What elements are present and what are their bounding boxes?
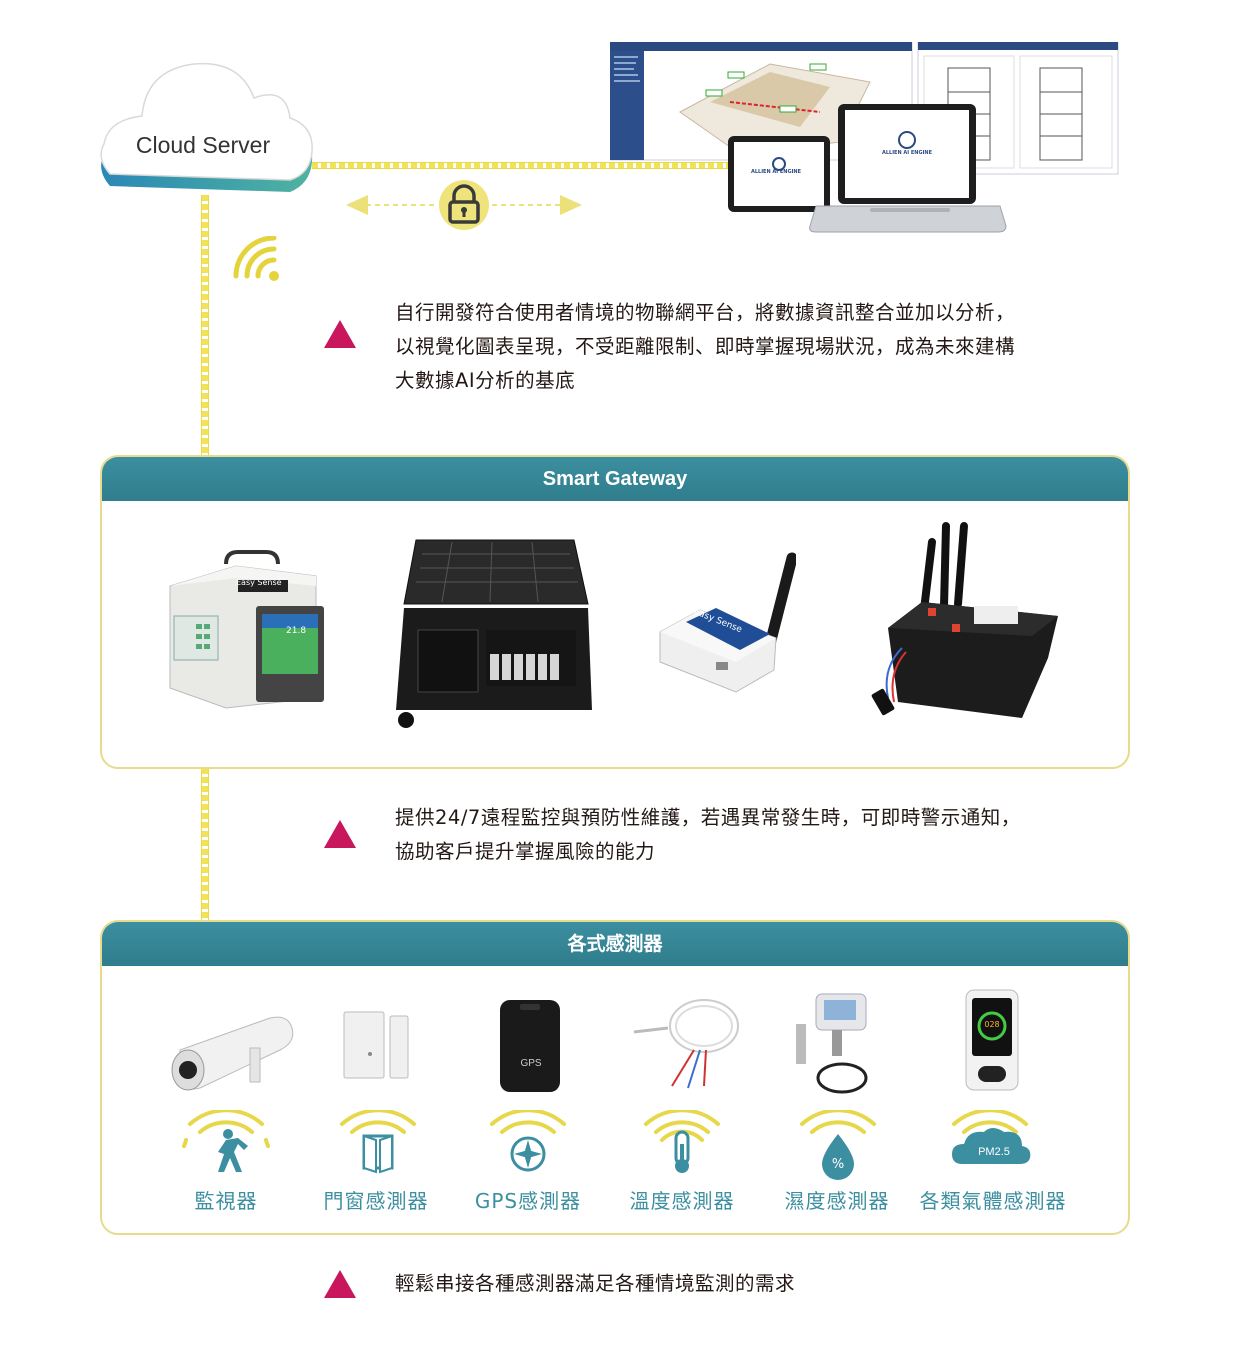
benchtop-brand: Easy Sense	[236, 578, 282, 587]
sensor-label-gas: 各類氣體感測器	[919, 1189, 1067, 1213]
gps-tracker-image	[500, 1000, 560, 1092]
description-line: 輕鬆串接各種感測器滿足各種情境監測的需求	[395, 1272, 796, 1295]
temperature-probe-image	[633, 999, 739, 1089]
bullet-triangle	[324, 320, 356, 348]
thermometer-icon	[644, 1110, 720, 1173]
cloud-shape	[100, 62, 313, 192]
wifi-icon	[233, 236, 279, 281]
sensor-label-door: 門窗感測器	[323, 1189, 429, 1213]
lock-icon	[439, 180, 489, 230]
cloud-to-gateway-connector	[201, 195, 209, 457]
description-1: 自行開發符合使用者情境的物聯網平台，將數據資訊整合並加以分析， 以視覺化圖表呈現…	[395, 296, 1015, 398]
sensor-label-gps: GPS感測器	[474, 1189, 582, 1213]
pm25-badge: PM2.5	[978, 1146, 1010, 1158]
description-line: 以視覺化圖表呈現，不受距離限制、即時掌握現場狀況，成為未來建構	[395, 335, 1016, 358]
laptop-brand: ALLIEN AI ENGINE	[881, 150, 933, 156]
description-line: 自行開發符合使用者情境的物聯網平台，將數據資訊整合並加以分析，	[395, 301, 1016, 324]
mini-gateway-image	[659, 552, 796, 693]
description-3: 輕鬆串接各種感測器滿足各種情境監測的需求	[395, 1267, 795, 1301]
description-2: 提供24/7遠程監控與預防性維護，若遇異常發生時，可即時警示通知， 協助客戶提升…	[395, 801, 1021, 869]
cloud-server-label: Cloud Server	[135, 132, 271, 158]
description-line: 提供24/7遠程監控與預防性維護，若遇異常發生時，可即時警示通知，	[395, 806, 1021, 829]
case-gateway-image	[396, 539, 592, 728]
door-sensor-image	[343, 1011, 409, 1079]
pm25-cloud-icon	[952, 1110, 1031, 1164]
gps-device-text: GPS	[520, 1058, 542, 1069]
person-walking-icon	[182, 1110, 270, 1172]
air-quality-monitor-image	[965, 989, 1019, 1091]
air-device-value: 028	[984, 1020, 1000, 1029]
panel-title: 各式感測器	[102, 922, 1128, 966]
door-icon	[340, 1110, 416, 1174]
compass-icon	[490, 1110, 566, 1172]
benchtop-gateway-image	[169, 550, 324, 709]
bullet-triangle	[324, 820, 356, 848]
camera-image	[171, 1016, 294, 1091]
gateway-to-sensor-connector	[201, 768, 209, 921]
sensor-label-camera: 監視器	[194, 1189, 258, 1213]
rugged-gateway-image	[871, 522, 1058, 718]
sensor-label-humidity: 濕度感測器	[784, 1189, 890, 1213]
secure-connection-arrow	[346, 180, 582, 230]
platform-screens	[610, 42, 1119, 233]
svg-text:%: %	[832, 1157, 844, 1172]
bullet-triangle	[324, 1270, 356, 1298]
description-line: 協助客戶提升掌握風險的能力	[395, 840, 656, 863]
panel-title: Smart Gateway	[102, 457, 1128, 501]
humidity-drop-icon: %	[800, 1110, 876, 1180]
sensors-panel: 各式感測器	[100, 920, 1130, 1235]
sensor-label-temperature: 溫度感測器	[629, 1189, 735, 1213]
tablet-brand: ALLIEN AI ENGINE	[750, 169, 802, 175]
benchtop-screen-value: 21.8	[286, 626, 307, 636]
description-line: 大數據AI分析的基底	[395, 369, 576, 392]
cloud-to-app-connector	[312, 162, 742, 169]
humidity-sensor-image	[796, 993, 868, 1094]
